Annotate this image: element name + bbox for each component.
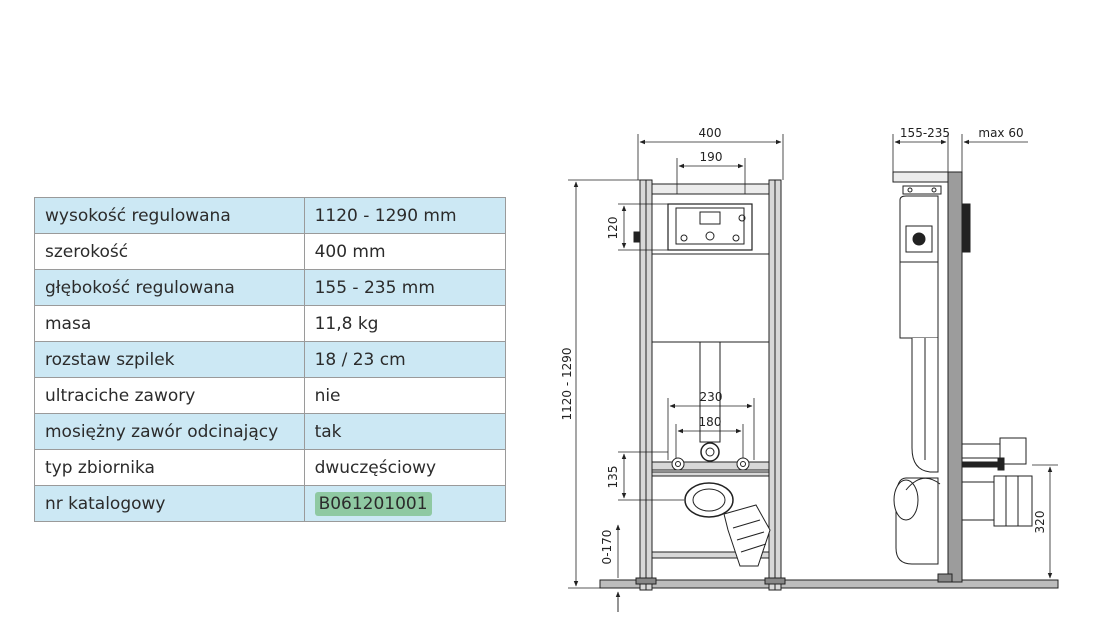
- spec-label: nr katalogowy: [34, 485, 305, 522]
- stud-right: [736, 457, 750, 471]
- front-view: [599, 179, 1059, 591]
- water-inlet: [700, 442, 720, 462]
- spec-value: 18 / 23 cm: [303, 341, 507, 378]
- spec-value: dwuczęściowy: [303, 449, 507, 486]
- spec-value: 1120 - 1290 mm: [303, 197, 507, 234]
- dim-stud-inner: 180: [699, 415, 722, 429]
- dim-stud-outer: 230: [700, 390, 723, 404]
- wall: [947, 171, 963, 583]
- frame-top-bar: [651, 183, 770, 195]
- spec-table: wysokość regulowana 1120 - 1290 mm szero…: [34, 197, 507, 522]
- dim-stud-height: 135: [606, 466, 620, 489]
- spec-value: 11,8 kg: [303, 305, 507, 342]
- spec-value: tak: [303, 413, 507, 450]
- cistern-side: [899, 195, 939, 339]
- spec-label: wysokość regulowana: [34, 197, 305, 234]
- spec-label: masa: [34, 305, 305, 342]
- table-row: wysokość regulowana 1120 - 1290 mm: [34, 197, 507, 234]
- spec-value: B061201001: [303, 485, 507, 522]
- table-row: ultraciche zawory nie: [34, 377, 507, 414]
- table-row: masa 11,8 kg: [34, 305, 507, 342]
- spec-label: głębokość regulowana: [34, 269, 305, 306]
- stud-left: [671, 457, 685, 471]
- dim-front-width: 400: [699, 126, 722, 140]
- flush-panel: [667, 203, 753, 251]
- spec-label: rozstaw szpilek: [34, 341, 305, 378]
- dim-front-height: 1120 - 1290: [560, 347, 574, 420]
- table-row: nr katalogowy B061201001: [34, 485, 507, 522]
- flush-pipe: [699, 341, 721, 443]
- spec-value: nie: [303, 377, 507, 414]
- spec-label: typ zbiornika: [34, 449, 305, 486]
- front-dimensions: [568, 134, 784, 612]
- spec-value: 400 mm: [303, 233, 507, 270]
- catalog-number: B061201001: [314, 491, 432, 516]
- spec-value: 155 - 235 mm: [303, 269, 507, 306]
- dim-wall-max: max 60: [978, 126, 1023, 140]
- table-row: typ zbiornika dwuczęściowy: [34, 449, 507, 486]
- floor-line: [599, 579, 1059, 589]
- dim-panel-height: 120: [606, 217, 620, 240]
- dimension-labels: 400 190 1120 - 1290 120 230 180 135 0-17…: [560, 126, 1047, 564]
- dim-side-depth: 155-235: [900, 126, 950, 140]
- side-view: [892, 171, 1033, 583]
- spec-label: ultraciche zawory: [34, 377, 305, 414]
- dim-front-inner-width: 190: [700, 150, 723, 164]
- dim-outlet-height: 320: [1033, 511, 1047, 534]
- stud-crossbar: [651, 461, 770, 471]
- spec-label: mosiężny zawór odcinający: [34, 413, 305, 450]
- dim-floor-adjust: 0-170: [600, 530, 614, 565]
- side-dimensions: [892, 134, 1058, 581]
- table-row: rozstaw szpilek 18 / 23 cm: [34, 341, 507, 378]
- table-row: głębokość regulowana 155 - 235 mm: [34, 269, 507, 306]
- drain-outlet: [684, 482, 734, 518]
- table-row: mosiężny zawór odcinający tak: [34, 413, 507, 450]
